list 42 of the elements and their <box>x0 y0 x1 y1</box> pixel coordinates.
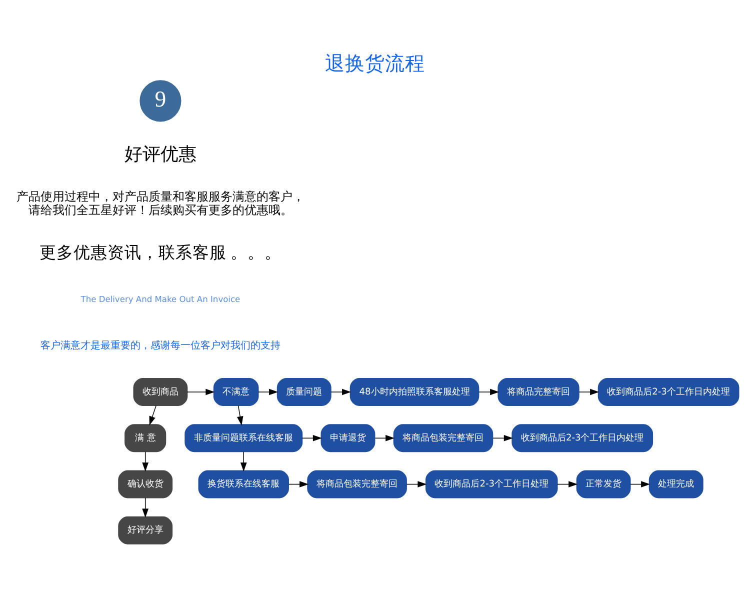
node-box: 正常发货 <box>576 470 631 498</box>
node-box: 将商品包装完整寄回 <box>393 424 494 452</box>
node-box: 好评分享 <box>118 516 173 544</box>
arrow <box>630 481 650 488</box>
arrow <box>492 434 513 442</box>
diagram-title: 退换货流程 <box>325 52 425 75</box>
node-box: 收到商品后2-3个工作日内处理 <box>512 424 654 452</box>
label: The Delivery And Make Out An Invoice <box>80 294 240 304</box>
node-box: 满 意 <box>124 424 166 452</box>
arrow <box>406 481 427 488</box>
node-box: 收到商品后2-3个工作日处理 <box>425 470 558 498</box>
label: 更多优惠资讯，联系客服 。。。 <box>39 242 282 262</box>
node-box: 将商品完整寄回 <box>498 378 580 406</box>
node-box: 申请退货 <box>320 424 376 452</box>
label: 产品使用过程中，对产品质量和客服服务满意的客户，请给我们全五星好评！后续购买有更多的优惠哦。 <box>16 190 304 218</box>
arrow <box>142 498 149 518</box>
node-box: 质量问题 <box>276 378 332 406</box>
arrow <box>142 451 149 472</box>
node-box: 不满意 <box>213 378 259 406</box>
node-box: 换货联系在线客服 <box>198 470 289 498</box>
arrow <box>330 388 352 396</box>
arrow <box>149 405 156 426</box>
arrow <box>557 481 578 488</box>
node-box: 确认收货 <box>118 470 173 498</box>
node-box: 48小时内拍照联系客服处理 <box>350 378 480 406</box>
label: 客户满意才是最重要的，感谢每一位客户对我们的支持 <box>40 340 280 352</box>
arrow <box>186 388 215 396</box>
arrow <box>240 451 247 472</box>
node-box: 将商品包装完整寄回 <box>307 470 407 498</box>
arrow <box>578 388 600 396</box>
arrow <box>302 434 322 442</box>
node-box: 收到商品后2-3个工作日内处理 <box>598 378 740 406</box>
node-box: 非质量问题联系在线客服 <box>184 424 303 452</box>
node-box: 收到商品 <box>133 378 188 406</box>
arrow <box>258 388 278 396</box>
node-box: 处理完成 <box>648 470 704 498</box>
arrow <box>288 481 309 488</box>
label: 9 <box>154 86 166 112</box>
arrow <box>236 405 244 426</box>
arrow <box>374 434 395 442</box>
label: 好评优惠 <box>124 144 196 164</box>
arrow <box>478 388 500 396</box>
